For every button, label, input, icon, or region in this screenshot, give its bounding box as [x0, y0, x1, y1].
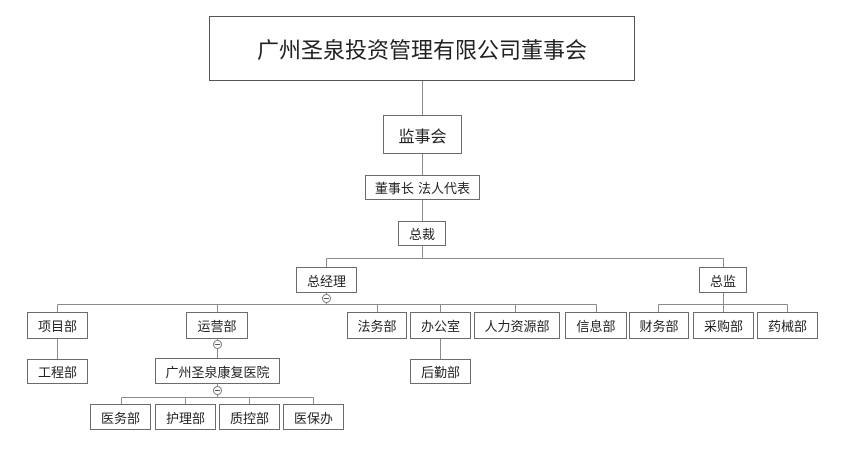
org-node-office: 办公室	[410, 312, 471, 339]
collapse-toggle-operations[interactable]	[213, 340, 222, 349]
org-node-engineering: 工程部	[27, 359, 88, 384]
org-node-legal: 法务部	[347, 312, 407, 339]
org-node-logistics: 后勤部	[410, 359, 471, 384]
org-node-equipment: 药械部	[757, 312, 818, 339]
collapse-toggle-hospital[interactable]	[213, 386, 222, 395]
org-node-director: 总监	[699, 267, 747, 293]
org-node-hospital: 广州圣泉康复医院	[155, 358, 280, 384]
org-node-chairman: 董事长 法人代表	[365, 175, 480, 200]
org-node-board: 广州圣泉投资管理有限公司董事会	[209, 16, 635, 81]
collapse-toggle-general-manager[interactable]	[322, 294, 331, 303]
org-node-hr: 人力资源部	[474, 312, 560, 339]
org-node-nursing: 护理部	[155, 404, 216, 430]
org-node-insurance: 医保办	[283, 404, 344, 430]
org-node-general-manager: 总经理	[296, 267, 357, 293]
org-node-projects: 项目部	[27, 312, 88, 339]
org-node-medical: 医务部	[90, 404, 151, 430]
org-node-supervisors: 监事会	[383, 115, 462, 154]
org-node-purchasing: 采购部	[693, 312, 754, 339]
org-node-quality: 质控部	[219, 404, 280, 430]
org-node-it: 信息部	[565, 312, 627, 339]
org-node-operations: 运营部	[186, 312, 248, 339]
org-node-finance: 财务部	[629, 312, 689, 339]
org-node-president: 总裁	[398, 221, 446, 246]
